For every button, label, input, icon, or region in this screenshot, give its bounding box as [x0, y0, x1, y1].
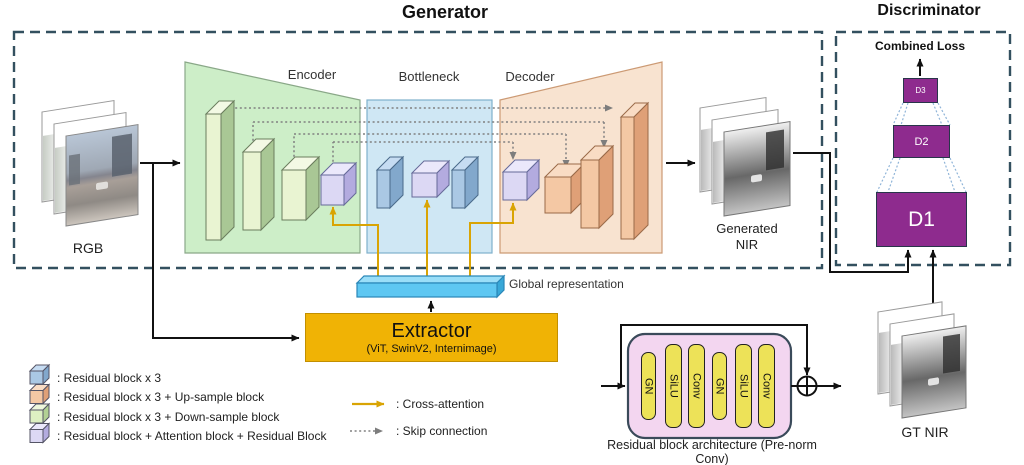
sum-node — [796, 375, 818, 397]
arrow-rgb-to-extractor — [152, 163, 300, 342]
residual-layer-conv-1: Conv — [688, 344, 705, 428]
discriminator-d2: D2 — [893, 125, 950, 158]
extractor-subtitle: (ViT, SwinV2, Internimage) — [366, 343, 497, 355]
residual-layer-gn-1: GN — [641, 352, 656, 420]
discriminator-title: Discriminator — [877, 2, 981, 19]
global-representation-label: Global representation — [509, 277, 624, 291]
generator-title: Generator — [401, 2, 489, 22]
encoder-block-1 — [204, 99, 236, 242]
legend-label-skip-connection: : Skip connection — [396, 424, 488, 438]
extractor-box: Extractor (ViT, SwinV2, Internimage) — [305, 313, 558, 362]
discriminator-d3: D3 — [903, 78, 938, 103]
residual-skip-line — [620, 324, 811, 386]
cross-attention-arrow-encoder — [329, 206, 379, 278]
legend-label-blue: : Residual block x 3 — [57, 371, 162, 385]
rgb-label: RGB — [72, 240, 104, 256]
generator-box — [12, 30, 824, 270]
residual-layer-conv-2: Conv — [758, 344, 775, 428]
combined-loss-label: Combined Loss — [874, 39, 965, 53]
discriminator-connectors — [876, 102, 967, 193]
discriminator-d1: D1 — [876, 192, 967, 247]
discriminator-box — [834, 30, 1012, 267]
bottleneck-block-1 — [375, 155, 405, 210]
legend-label-cross-attention: : Cross-attention — [396, 397, 485, 411]
residual-caption: Residual block architecture (Pre-norm Co… — [607, 438, 817, 465]
legend-label-green: : Residual block x 3 + Down-sample block — [57, 410, 280, 424]
generated-nir-label: Generated NIR — [716, 221, 778, 252]
encoder-attention-cube — [319, 161, 358, 207]
legend-cube-green — [28, 402, 51, 425]
decoder-block-2 — [543, 162, 586, 215]
arrow-nir-to-d1 — [793, 152, 912, 273]
legend-cube-purple — [28, 422, 51, 444]
residual-layer-gn-2: GN — [712, 352, 727, 420]
legend-cube-orange — [28, 383, 51, 405]
gt-nir-label: GT NIR — [901, 424, 949, 440]
encoder-blocks — [204, 99, 358, 242]
cross-attention-arrow-decoder — [469, 202, 517, 278]
bottleneck-attention-cube — [410, 159, 451, 199]
bottleneck-label: Bottleneck — [398, 69, 460, 84]
residual-layer-silu-2: SiLU — [735, 344, 752, 428]
bottleneck-block-2 — [450, 155, 480, 210]
decoder-attention-cube — [501, 158, 541, 202]
bottleneck-blocks — [375, 155, 480, 210]
decoder-label: Decoder — [505, 69, 555, 84]
legend-cubes — [28, 363, 51, 444]
legend-label-orange: : Residual block x 3 + Up-sample block — [57, 390, 265, 404]
legend-cube-blue — [28, 363, 51, 386]
encoder-label: Encoder — [287, 67, 337, 82]
global-representation-bar — [355, 274, 506, 299]
generated-nir-image-stack — [699, 96, 791, 217]
encoder-block-2 — [241, 137, 276, 232]
extractor-title: Extractor — [391, 320, 472, 342]
decoder-blocks — [501, 101, 650, 241]
cross-attention-arrows — [329, 199, 517, 278]
decoder-block-3 — [579, 144, 615, 230]
legend-label-purple: : Residual block + Attention block + Res… — [57, 429, 327, 443]
residual-layer-silu-1: SiLU — [665, 344, 682, 428]
flow-arrows — [140, 58, 937, 342]
encoder-block-3 — [280, 155, 321, 222]
rgb-image-stack — [41, 100, 139, 227]
gt-nir-image-stack — [877, 301, 967, 419]
decoder-block-4 — [619, 101, 650, 241]
